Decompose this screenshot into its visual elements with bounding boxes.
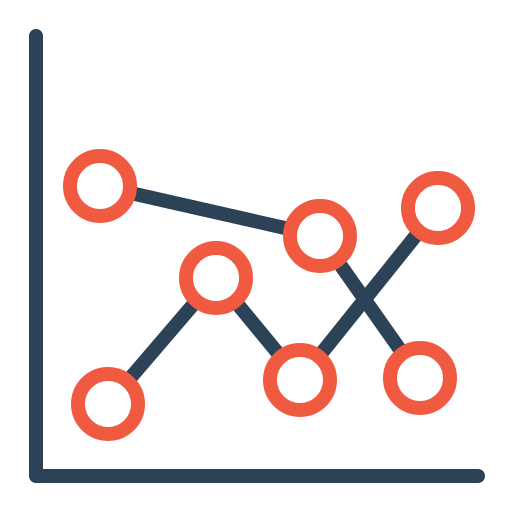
axis-lines	[29, 29, 485, 483]
marker-lower-2	[179, 241, 253, 315]
marker-lower-1	[71, 367, 145, 441]
marker-upper-2	[283, 199, 357, 273]
marker-lower-3	[263, 343, 337, 417]
series-markers	[63, 149, 475, 441]
chart-axes	[29, 29, 485, 483]
marker-lower-4	[401, 171, 475, 245]
marker-upper-1	[63, 149, 137, 223]
marker-upper-3	[383, 341, 457, 415]
series-line-lower	[101, 201, 445, 411]
